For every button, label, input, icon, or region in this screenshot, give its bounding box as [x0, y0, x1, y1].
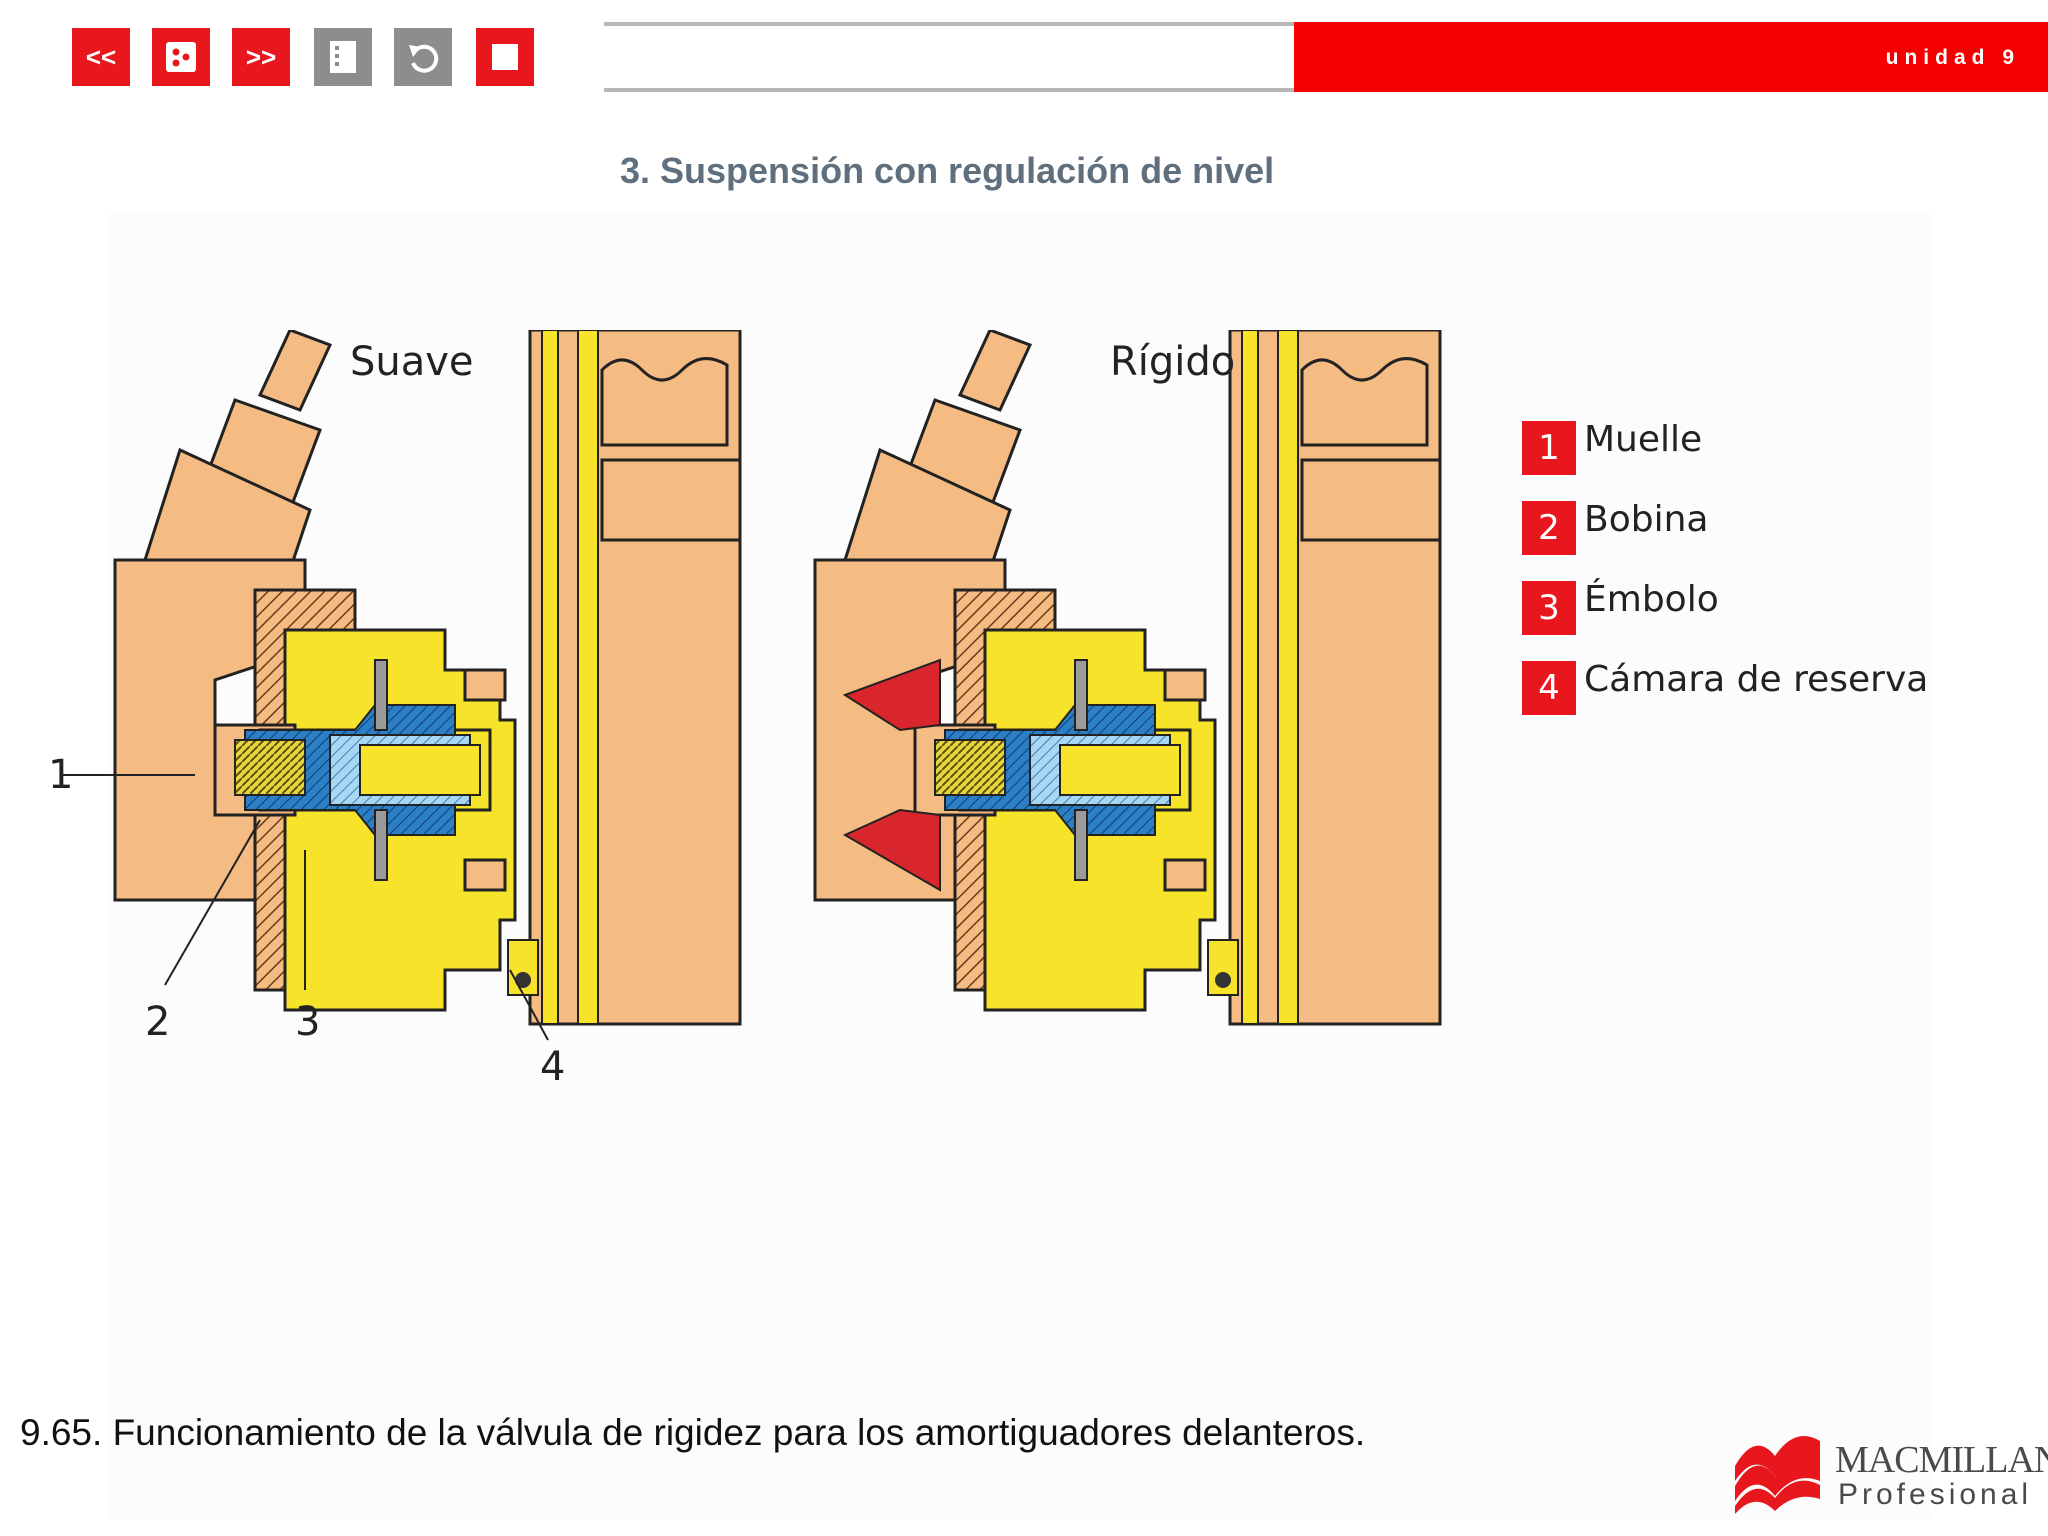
valve-diagram: Suave Rígido 1 2 3 4	[48, 330, 1442, 1090]
legend-text: Émbolo	[1584, 578, 1719, 620]
legend-num: 2	[1522, 501, 1576, 555]
callout-2: 2	[145, 999, 170, 1045]
stop-icon	[492, 44, 518, 70]
figure-caption: 9.65. Funcionamiento de la válvula de ri…	[20, 1412, 1366, 1453]
index-icon	[166, 42, 196, 72]
callout-1: 1	[48, 752, 73, 798]
logo-mark-icon	[1735, 1436, 1820, 1514]
undo-button[interactable]	[394, 28, 452, 86]
legend-item-2: 2 Bobina	[1522, 498, 1709, 556]
logo-line1: MACMILLAN	[1835, 1439, 2048, 1481]
next-icon: >>	[245, 41, 277, 72]
previous-button[interactable]: <<	[72, 28, 130, 86]
logo-line2: Profesional	[1838, 1478, 2033, 1511]
next-button[interactable]: >>	[232, 28, 290, 86]
legend-num: 1	[1522, 421, 1576, 475]
callout-4: 4	[540, 1044, 565, 1090]
macmillan-logo: MACMILLAN Profesional	[1730, 1426, 2048, 1516]
index-button[interactable]	[152, 28, 210, 86]
page-title: 3. Suspensión con regulación de nivel	[620, 150, 1275, 191]
legend-item-1: 1 Muelle	[1522, 418, 1703, 476]
legend-item-3: 3 Émbolo	[1522, 578, 1719, 636]
legend-item-4: 4 Cámara de reserva	[1522, 658, 1929, 716]
unit-bar: unidad 9	[1294, 22, 2048, 92]
label-rigid: Rígido	[1110, 339, 1235, 385]
legend-num: 4	[1522, 661, 1576, 715]
unit-label: unidad 9	[1885, 46, 2020, 69]
notes-icon	[330, 41, 356, 73]
legend-text: Bobina	[1584, 498, 1709, 540]
undo-icon	[409, 44, 439, 73]
callout-3: 3	[295, 999, 320, 1045]
stop-button[interactable]	[476, 28, 534, 86]
label-soft: Suave	[350, 339, 474, 385]
header-rule	[604, 22, 1294, 92]
legend-text: Cámara de reserva	[1584, 658, 1929, 700]
legend-text: Muelle	[1584, 418, 1703, 460]
notes-button[interactable]	[314, 28, 372, 86]
prev-icon: <<	[85, 41, 117, 72]
legend-num: 3	[1522, 581, 1576, 635]
